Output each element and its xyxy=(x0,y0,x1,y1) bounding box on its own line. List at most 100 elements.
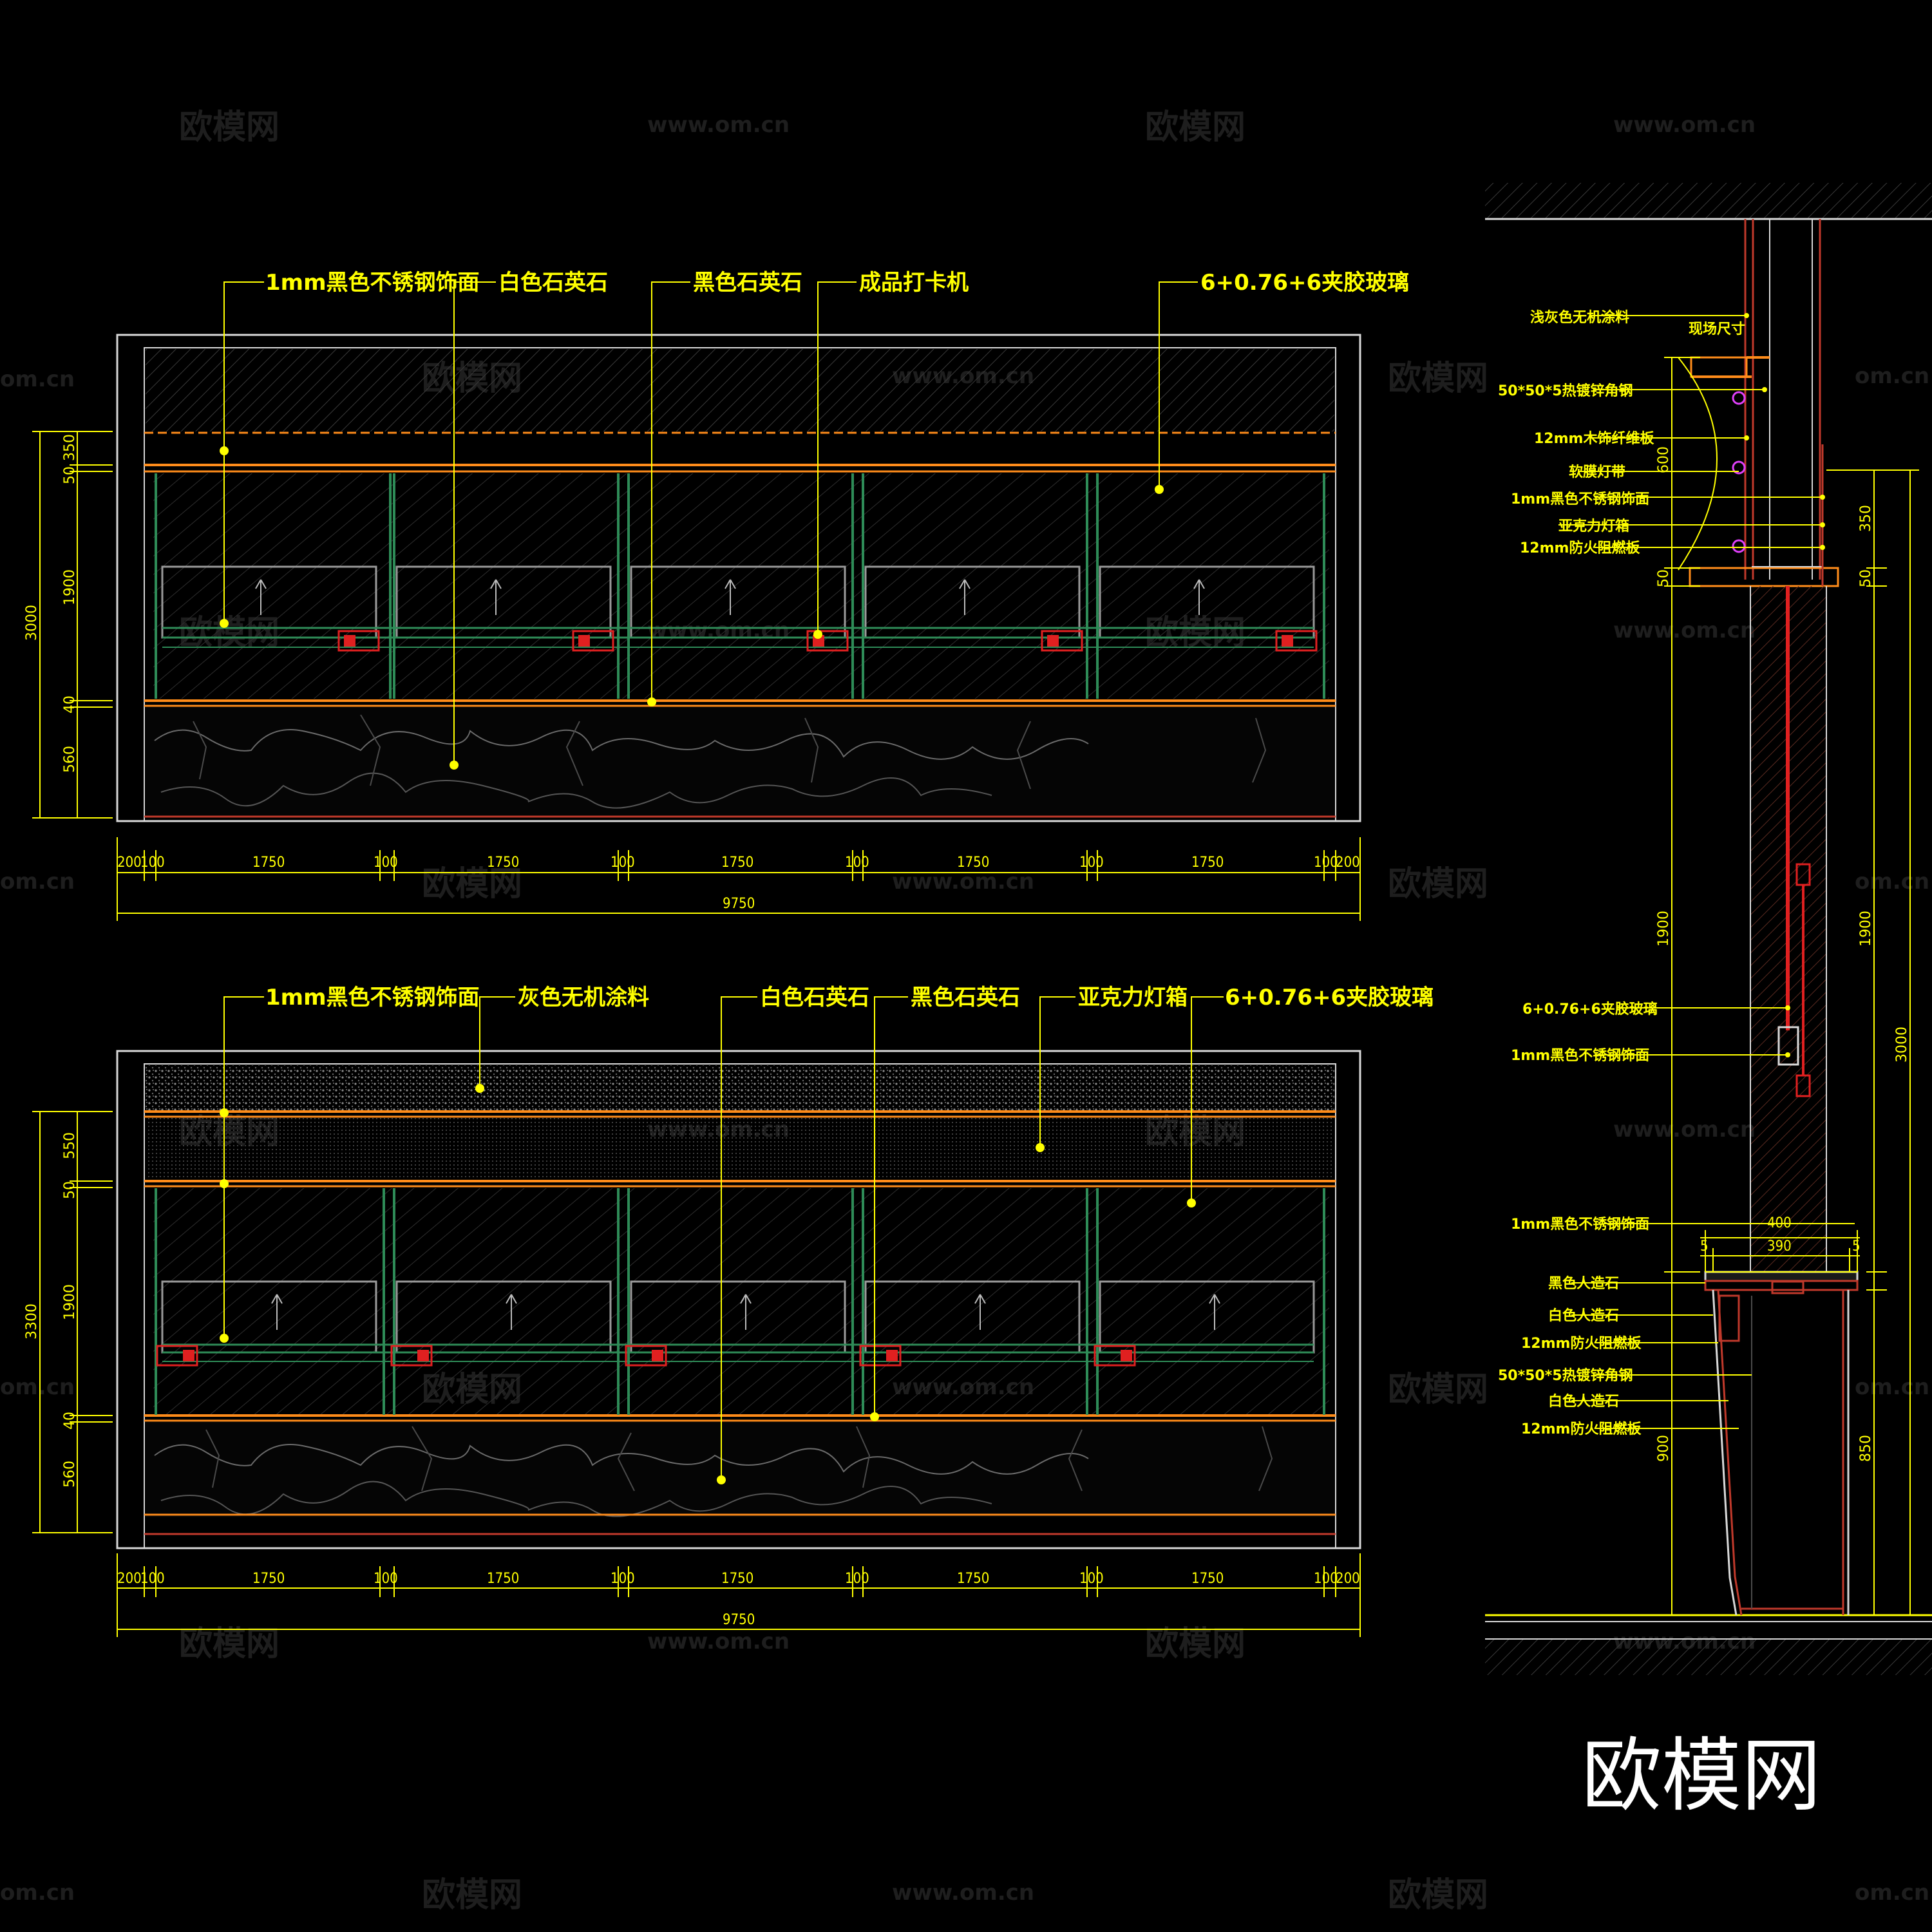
dimension-label: 50 xyxy=(1858,569,1874,587)
dimension-label: 40 xyxy=(62,1412,78,1430)
section-label: 亚克力灯箱 xyxy=(1558,518,1629,535)
dimension-label: 200 xyxy=(117,855,142,871)
section-label: 12mm防火阻燃板 xyxy=(1520,540,1640,556)
dimension-label: 1900 xyxy=(62,569,78,605)
watermark: 欧模网 xyxy=(1388,1370,1488,1409)
glass-partition xyxy=(1750,586,1827,1272)
section-label: 软膜灯带 xyxy=(1569,464,1625,480)
window-frames xyxy=(161,565,1315,648)
left-dimension-lines xyxy=(32,1111,113,1533)
section-view: 浅灰色无机涂料 现场尺寸 50*50*5热镀锌角钢 12mm木饰纤维板 软膜灯带… xyxy=(1485,183,1932,1675)
elevation-a-glass-area xyxy=(153,473,1329,699)
section-label: 12mm防火阻燃板 xyxy=(1521,1335,1642,1352)
dimension-label: 100 xyxy=(845,855,869,871)
marble-vein xyxy=(154,729,1089,760)
watermark-url-partial: om.cn xyxy=(1855,1374,1929,1400)
dimension-label: 50 xyxy=(1656,569,1672,587)
marble-vein xyxy=(193,714,1267,790)
dimension-label: 100 xyxy=(1079,855,1104,871)
dimension-label: 1750 xyxy=(721,1571,753,1587)
dimension-label: 1750 xyxy=(252,855,285,871)
dimension-label: 1900 xyxy=(1656,911,1672,947)
dimension-label: 1750 xyxy=(487,855,519,871)
reception-counter xyxy=(1704,1271,1859,1616)
dimension-label: 40 xyxy=(62,696,78,714)
dimension-label: 100 xyxy=(1079,1571,1104,1587)
dimension-label: 1750 xyxy=(957,855,989,871)
callout-label: 6+0.76+6夹胶玻璃 xyxy=(1225,985,1434,1010)
watermark-url: www.om.cn xyxy=(892,1880,1034,1906)
watermark-url-partial: om.cn xyxy=(0,869,75,895)
section-label: 1mm黑色不锈钢饰面 xyxy=(1511,491,1649,507)
section-label: 现场尺寸 xyxy=(1689,321,1745,337)
dimension-label: 1750 xyxy=(1191,855,1224,871)
section-label: 50*50*5热镀锌角钢 xyxy=(1498,383,1633,399)
callout-label: 黑色石英石 xyxy=(911,985,1020,1010)
dimension-label: 200 xyxy=(117,1571,142,1587)
dimension-label: 3000 xyxy=(1894,1027,1910,1063)
dimension-label: 1900 xyxy=(62,1284,78,1320)
watermark-url: www.om.cn xyxy=(1613,112,1756,138)
callout-dots xyxy=(220,446,1164,770)
section-dimension-lines xyxy=(1664,357,1919,1616)
section-label: 12mm防火阻燃板 xyxy=(1521,1421,1642,1437)
dimension-label: 1750 xyxy=(487,1571,519,1587)
callout-label: 1mm黑色不锈钢饰面 xyxy=(265,270,480,296)
elevation-b-marble-base xyxy=(146,1422,1334,1517)
callout-label: 白色石英石 xyxy=(760,985,869,1010)
dimension-label: 900 xyxy=(1656,1435,1672,1462)
elevation-a-marble-base xyxy=(146,707,1334,818)
dimension-total-label: 9750 xyxy=(723,1612,755,1628)
section-label: 50*50*5热镀锌角钢 xyxy=(1498,1367,1633,1384)
section-label: 白色人造石 xyxy=(1548,1307,1619,1324)
watermark-url: www.om.cn xyxy=(1613,1117,1756,1142)
dimension-label: 100 xyxy=(374,855,398,871)
elevation-a: 1mm黑色不锈钢饰面 白色石英石 黑色石英石 成品打卡机 6+0.76+6夹胶玻… xyxy=(24,270,1409,921)
bottom-dimension-lines xyxy=(117,1553,1361,1637)
dimension-label: 560 xyxy=(62,1461,78,1488)
dimension-label: 50 xyxy=(62,466,78,484)
glass-panel-column xyxy=(155,1188,1325,1415)
section-label: 浅灰色无机涂料 xyxy=(1530,309,1629,326)
section-label: 白色人造石 xyxy=(1548,1393,1619,1410)
callout-label: 白色石英石 xyxy=(498,270,608,296)
dimension-label: 400 xyxy=(1767,1215,1792,1231)
watermark-url-partial: om.cn xyxy=(0,1374,75,1400)
callout-label: 1mm黑色不锈钢饰面 xyxy=(265,985,480,1010)
dimension-label: 850 xyxy=(1858,1435,1874,1462)
dimension-label: 5 xyxy=(1852,1238,1861,1255)
watermark-url-partial: om.cn xyxy=(1855,1880,1929,1906)
section-label: 1mm黑色不锈钢饰面 xyxy=(1511,1216,1649,1233)
section-label: 6+0.76+6夹胶玻璃 xyxy=(1522,1001,1658,1018)
dimension-label: 1750 xyxy=(721,855,753,871)
dimension-label: 5 xyxy=(1700,1238,1709,1255)
watermark: 欧模网 xyxy=(1388,1876,1488,1915)
upper-lightbox-structure xyxy=(1678,219,1839,587)
dimension-total-label: 3300 xyxy=(24,1303,40,1340)
watermark: 欧模网 xyxy=(1388,359,1488,398)
elevation-b: 1mm黑色不锈钢饰面 灰色无机涂料 白色石英石 黑色石英石 亚克力灯箱 6+0.… xyxy=(24,985,1434,1637)
watermark: 欧模网 xyxy=(1388,865,1488,904)
callout-leaders xyxy=(223,996,1224,1480)
dimension-label: 1750 xyxy=(957,1571,989,1587)
section-leader-dots xyxy=(1744,313,1825,1057)
dimension-label: 100 xyxy=(611,1571,635,1587)
elevation-a-inner-frame xyxy=(144,347,1336,822)
dimension-label: 100 xyxy=(140,855,165,871)
left-dimension-lines xyxy=(32,431,113,819)
callout-leaders xyxy=(223,281,1198,765)
dimension-label: 100 xyxy=(374,1571,398,1587)
callout-dots xyxy=(220,1084,1196,1484)
marble-vein xyxy=(205,1426,1273,1492)
dimension-label: 390 xyxy=(1767,1238,1792,1255)
marble-vein xyxy=(160,1481,992,1517)
dimension-label: 1900 xyxy=(1858,911,1874,947)
dimension-total-label: 3000 xyxy=(24,605,40,641)
dimension-label: 100 xyxy=(1314,1571,1338,1587)
dimension-label: 350 xyxy=(62,434,78,461)
watermark: 欧模网 xyxy=(1145,1625,1245,1663)
dimension-label: 200 xyxy=(1336,855,1360,871)
section-label: 黑色人造石 xyxy=(1548,1275,1619,1292)
watermark: 欧模网 xyxy=(179,1625,279,1663)
